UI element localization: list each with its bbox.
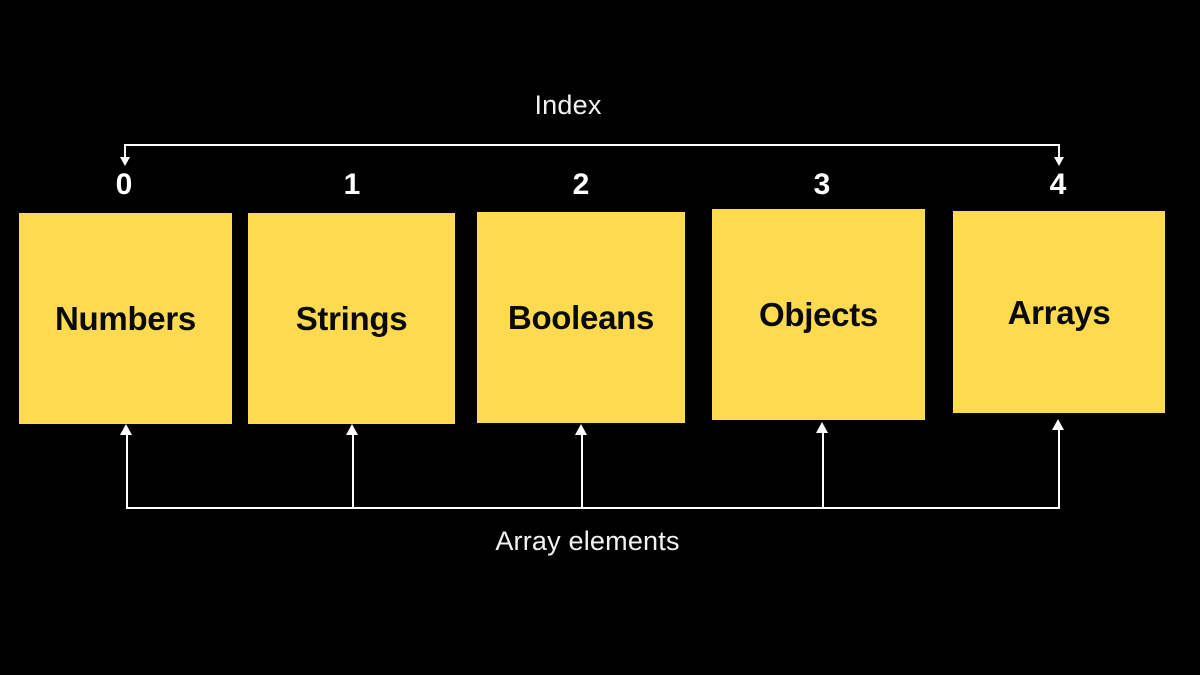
array-cell-1: Strings [248, 213, 455, 424]
index-bracket [120, 144, 1064, 166]
array-elements-riser-2 [581, 433, 583, 509]
array-elements-riser-4 [1058, 428, 1060, 509]
array-elements-riser-1 [352, 433, 354, 509]
array-cell-2: Booleans [477, 212, 685, 423]
index-number-3: 3 [813, 168, 831, 201]
array-elements-arrowhead-icon-2 [575, 424, 587, 435]
index-number-row: 0 1 2 3 4 [0, 170, 1200, 204]
array-cell-label-objects: Objects [759, 296, 878, 333]
index-bracket-horizontal-line [124, 144, 1060, 146]
index-bracket-left-arrowhead-icon [120, 157, 130, 166]
array-cell-label-numbers: Numbers [55, 300, 196, 337]
array-elements-arrowhead-icon-1 [346, 424, 358, 435]
array-cell-label-strings: Strings [295, 300, 408, 337]
array-cell-4: Arrays [953, 211, 1165, 413]
array-cell-0: Numbers [19, 213, 232, 424]
array-elements-arrowhead-icon-3 [816, 422, 828, 433]
array-cell-label-arrays: Arrays [1007, 293, 1111, 331]
array-cell-label-booleans: Booleans [507, 299, 655, 336]
array-elements-title-label: Array elements [495, 526, 680, 556]
array-cell-3: Objects [712, 209, 925, 420]
array-elements-riser-0 [126, 433, 128, 509]
array-elements-arrowhead-icon-0 [120, 424, 132, 435]
array-elements-riser-3 [822, 431, 824, 509]
index-bracket-right-arrowhead-icon [1054, 157, 1064, 166]
index-number-1: 1 [343, 168, 361, 201]
array-elements-horizontal-line [126, 507, 1059, 509]
index-number-0: 0 [115, 168, 133, 201]
index-number-4: 4 [1049, 168, 1067, 201]
index-bracket-right-stem [1058, 144, 1060, 158]
index-bracket-left-stem [124, 144, 126, 158]
index-number-2: 2 [572, 168, 590, 201]
array-elements-arrowhead-icon-4 [1052, 419, 1064, 430]
index-title-label: Index [534, 90, 602, 120]
